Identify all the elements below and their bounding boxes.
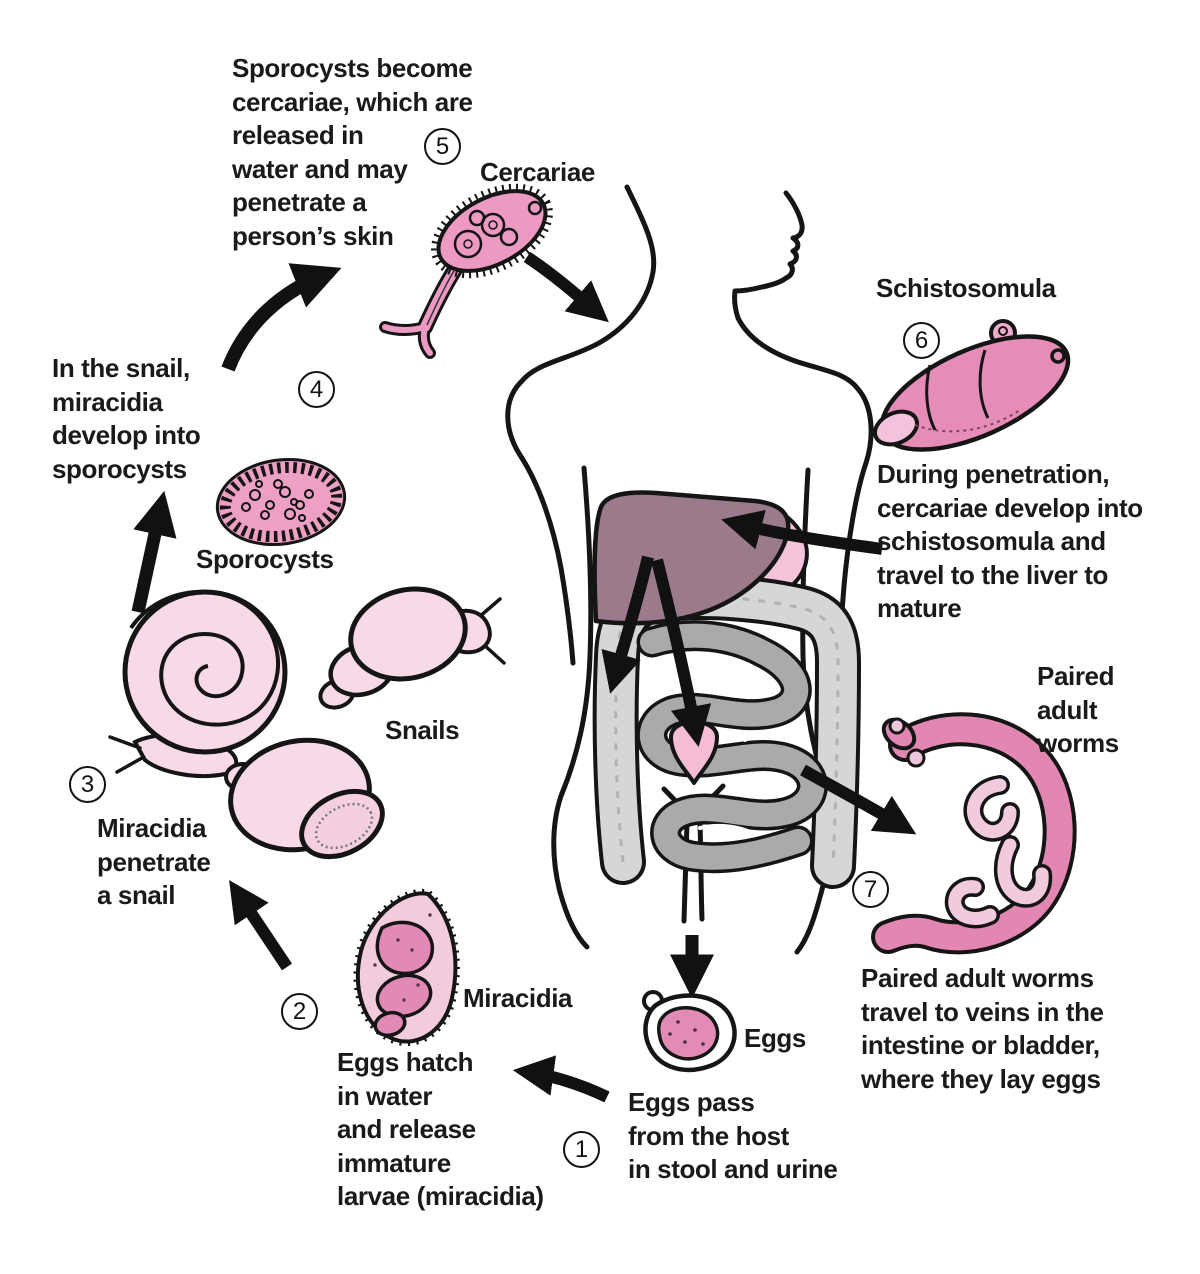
label-miracidia: Miracidia <box>463 983 573 1013</box>
label-cercariae: Cercariae <box>480 157 595 187</box>
step6-description: During penetration, cercariae develop in… <box>877 459 1143 623</box>
arrow-liver-to-intestine <box>601 555 654 694</box>
step4-description: In the snail, miracidia develop into spo… <box>52 353 201 484</box>
egg-illustration <box>642 990 737 1073</box>
flow-arrows <box>131 251 917 1103</box>
label-eggs: Eggs <box>744 1023 806 1053</box>
arrow-snail-to-sporocysts <box>131 490 177 614</box>
step-badge-3: 3 <box>69 766 106 803</box>
label-schistosomula: Schistosomula <box>876 273 1056 303</box>
arrow-sporocysts-to-cercariae <box>221 263 342 372</box>
body-inner-leg-right <box>697 819 705 922</box>
step-number: 5 <box>435 132 450 160</box>
step1-description: Eggs pass from the host in stool and uri… <box>628 1087 838 1184</box>
miracidium-illustration <box>353 888 460 1047</box>
snail-round <box>224 737 385 860</box>
step-badge-5: 5 <box>424 128 461 165</box>
step-badge-1: 1 <box>563 1131 600 1168</box>
step-number: 1 <box>574 1135 589 1163</box>
body-side-left <box>551 465 594 950</box>
body-inner-leg-left <box>681 819 690 924</box>
label-paired-adult-worms: Paired adult worms <box>1037 661 1119 758</box>
body-neck-right <box>735 315 874 674</box>
step-badge-7: 7 <box>852 871 889 908</box>
arrow-liver-to-bladder <box>651 558 712 748</box>
snail-pointed <box>318 586 506 710</box>
step-badge-6: 6 <box>903 322 940 359</box>
snail-spiral <box>108 589 288 778</box>
arrow-miracidia-to-snail <box>229 880 292 971</box>
step-number: 7 <box>863 875 878 903</box>
arrow-cercariae-to-skin <box>523 251 609 323</box>
step-badge-2: 2 <box>281 993 318 1030</box>
schistosomula-illustration <box>872 319 1071 452</box>
body-face-profile <box>732 190 805 321</box>
label-snails: Snails <box>385 715 460 745</box>
sporocyst-illustration <box>215 457 347 547</box>
paired-worms-illustration <box>871 712 1077 955</box>
label-sporocysts: Sporocysts <box>196 544 334 574</box>
arrow-body-to-worms <box>800 764 917 835</box>
step2-description: Eggs hatch in water and release immature… <box>337 1047 544 1211</box>
step7-description: Paired adult worms travel to veins in th… <box>861 963 1104 1094</box>
arrow-penetration-to-liver <box>721 509 883 555</box>
step-number: 6 <box>914 326 929 354</box>
body-neck-left <box>505 184 657 666</box>
step3-description: Miracidia penetrate a snail <box>97 813 211 910</box>
step5-description: Sporocysts become cercariae, which are r… <box>232 53 473 251</box>
step-number: 3 <box>80 770 95 798</box>
step-badge-4: 4 <box>298 371 335 408</box>
step-number: 2 <box>292 997 307 1025</box>
cercaria-illustration <box>379 183 553 359</box>
step-number: 4 <box>309 375 324 403</box>
arrow-eggs-to-hatch <box>512 1055 610 1103</box>
